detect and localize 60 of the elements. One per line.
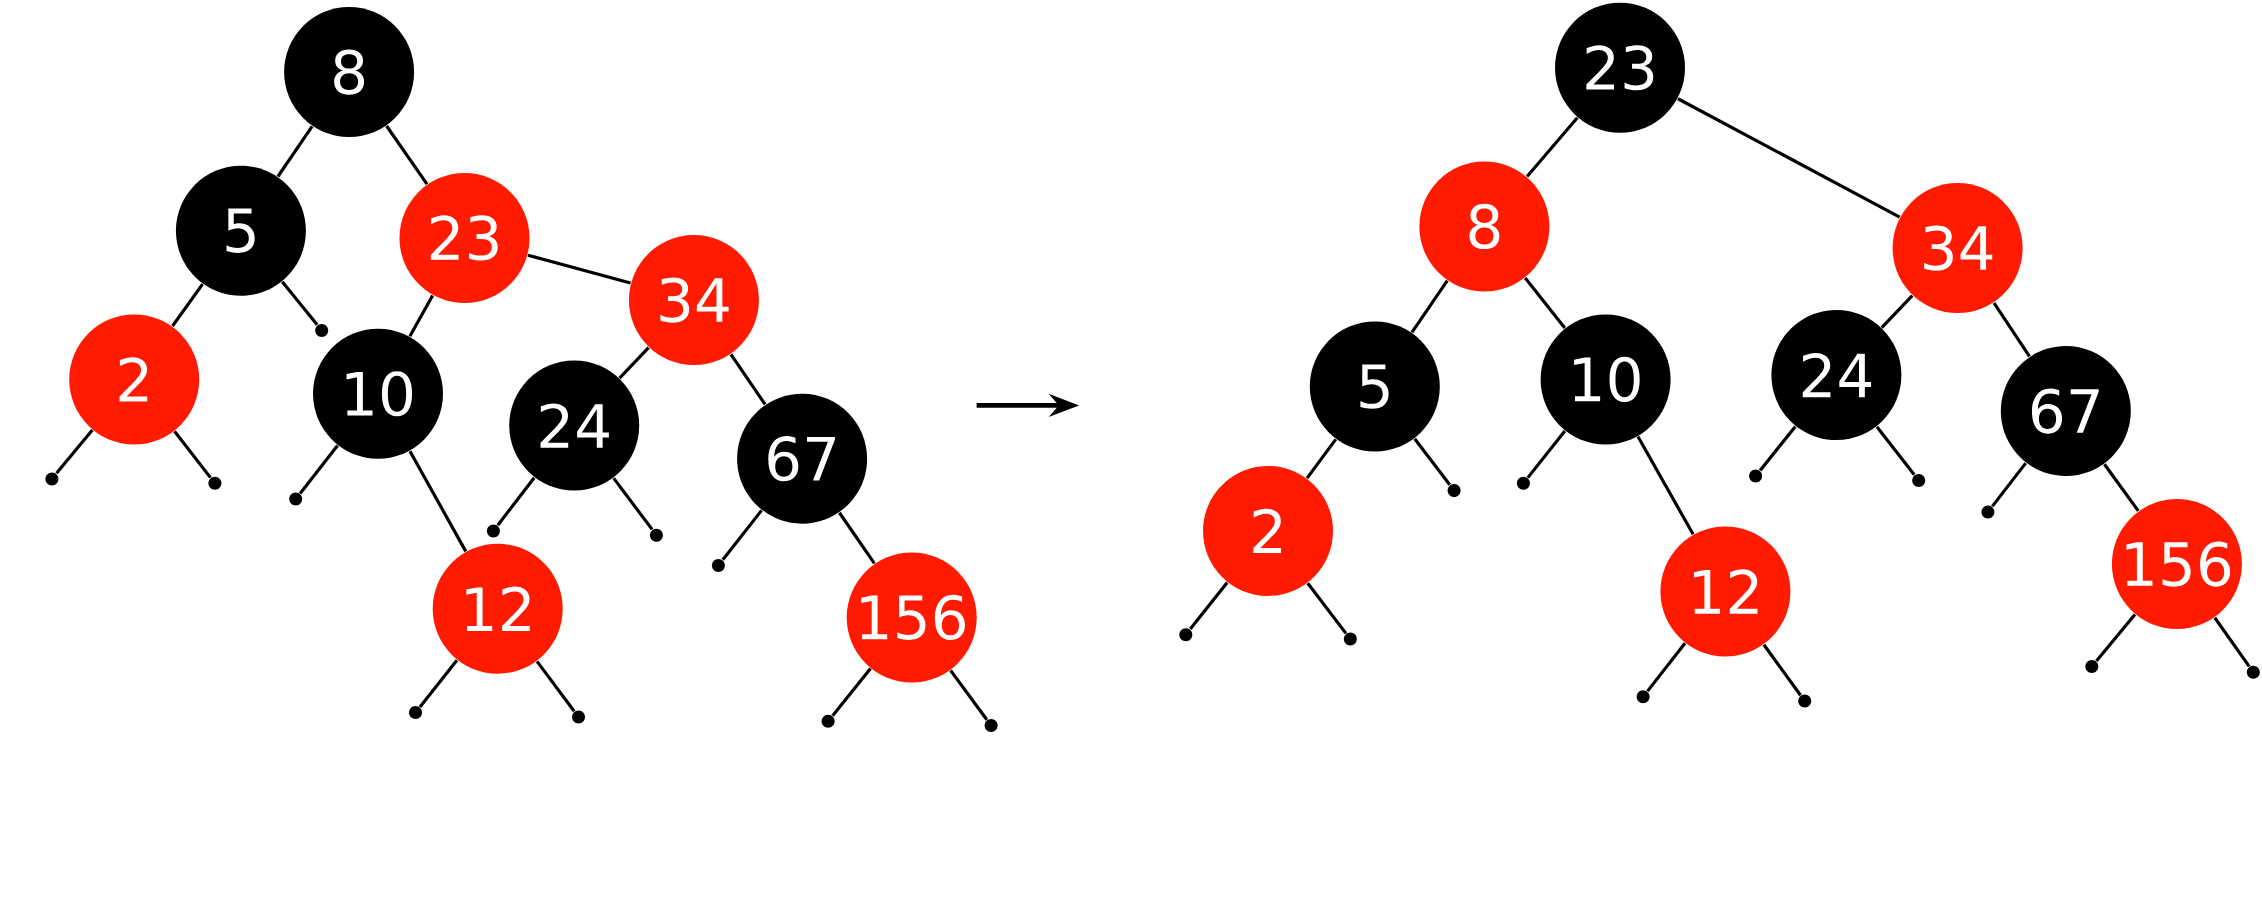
tree-node: 156 — [846, 552, 977, 683]
tree-edge — [618, 346, 650, 380]
tree-edge — [721, 509, 763, 561]
tree-node: 24 — [509, 360, 640, 491]
tree-edge — [385, 125, 429, 185]
tree-node: 8 — [284, 7, 415, 138]
tree-node: 2 — [69, 314, 200, 445]
tree-node: 5 — [1309, 321, 1440, 452]
tree-edge — [612, 477, 654, 531]
tree-edge — [527, 253, 631, 285]
tree-edge — [276, 125, 314, 178]
tree-edge — [281, 280, 319, 326]
tree-edge — [1875, 425, 1916, 476]
tree-edge — [1636, 435, 1695, 536]
tree-edge — [1992, 301, 2031, 358]
tree-edge — [1646, 642, 1687, 693]
tree-edge — [418, 659, 459, 708]
tree-edge — [1410, 279, 1449, 334]
tree-node: 23 — [1555, 2, 1685, 133]
tree-node: 12 — [1660, 526, 1791, 657]
tree-edge — [949, 669, 989, 721]
tree-node: 5 — [175, 165, 306, 296]
tree-edge — [2213, 616, 2251, 668]
tree-edge — [55, 429, 94, 475]
tree-edge — [1305, 438, 1337, 479]
tree-edge — [831, 667, 872, 717]
tree-node: 8 — [1419, 161, 1550, 292]
tree-edge — [2103, 463, 2140, 512]
tree-edge — [171, 283, 204, 327]
tree-edge — [729, 353, 767, 406]
tree-edge — [1677, 97, 1901, 219]
tree-node: 10 — [313, 328, 443, 459]
tree-node: 10 — [1540, 314, 1671, 445]
tree-edge — [408, 294, 434, 338]
tree-edge — [496, 476, 536, 527]
tree-edge — [173, 430, 212, 479]
tree-edge — [1880, 294, 1914, 329]
tree-edge — [1525, 116, 1579, 178]
tree-node: 2 — [1203, 465, 1333, 596]
tree-node: 12 — [432, 543, 563, 674]
tree-edge — [1762, 643, 1802, 697]
tree-edge — [535, 660, 576, 713]
tree-node: 156 — [2111, 499, 2242, 630]
tree-edge — [838, 511, 876, 565]
tree-node: 24 — [1771, 310, 1902, 441]
tree-edge — [2095, 613, 2137, 662]
tree-edge — [1189, 581, 1229, 631]
tree-edge — [1413, 437, 1451, 486]
tree-node: 34 — [628, 235, 759, 366]
tree-edge — [1991, 462, 2027, 508]
tree-node: 23 — [399, 173, 530, 303]
tree-edge — [1758, 425, 1797, 472]
tree-edge — [1306, 582, 1348, 635]
tree-node: 67 — [737, 393, 868, 524]
tree-edge — [298, 444, 339, 495]
tree-node: 34 — [1892, 183, 2023, 314]
tree-edge — [1524, 276, 1567, 329]
tree-edge — [1526, 429, 1567, 479]
tree-edge — [408, 450, 468, 553]
tree-node: 67 — [2000, 346, 2131, 477]
